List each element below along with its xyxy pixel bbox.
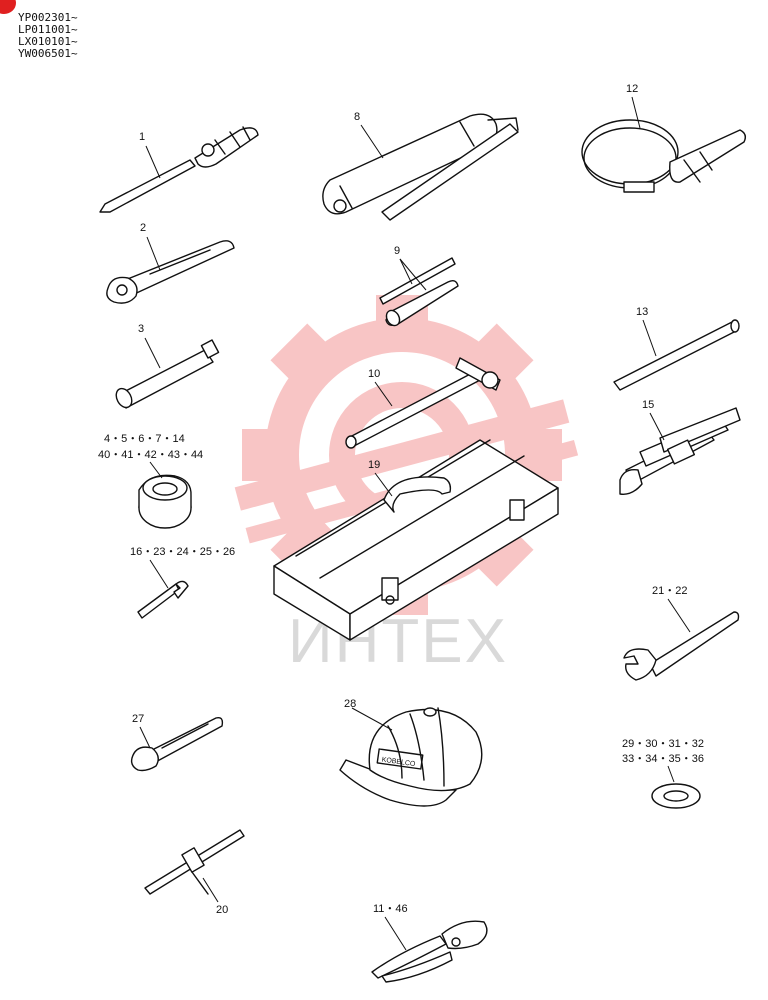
callout-27: 27 (132, 713, 144, 725)
callout-12: 12 (626, 83, 638, 95)
tool-box-icon (273, 439, 559, 641)
callout-20: 20 (216, 904, 228, 916)
callout-3: 3 (138, 323, 144, 335)
serial-range-2: LP011001~ (18, 23, 78, 36)
callout-28: 28 (344, 698, 356, 710)
adjustable-wrench-icon (130, 716, 224, 772)
callout-21-22: 21・22 (652, 585, 687, 597)
long-bar-icon (613, 319, 740, 391)
cap-icon: KOBELCO (339, 707, 483, 807)
callout-2: 2 (140, 222, 146, 234)
open-end-wrench-icon (623, 611, 740, 681)
callout-sockets-a: 4・5・6・7・14 (104, 433, 185, 445)
callout-10: 10 (368, 368, 380, 380)
callout-1: 1 (139, 131, 145, 143)
serial-range-1: YP002301~ (18, 11, 78, 24)
callout-washers-b: 33・34・35・36 (622, 753, 704, 765)
t-handle-icon (144, 829, 245, 895)
serial-range-4: YW006501~ (18, 47, 78, 60)
callout-8: 8 (354, 111, 360, 123)
callout-sockets-b: 40・41・42・43・44 (98, 449, 203, 461)
cap-lettering: KOBELCO (381, 756, 416, 768)
t-wrench-icon (345, 357, 501, 449)
box-spanner-icon (379, 257, 459, 327)
callout-washers-a: 29・30・31・32 (622, 738, 704, 750)
screwdriver-icon (99, 126, 259, 213)
callout-11-46: 11・46 (373, 903, 408, 915)
filter-wrench-icon (581, 119, 747, 193)
callout-15: 15 (642, 399, 654, 411)
spanner-set-icon (619, 407, 741, 495)
washer-icon (651, 783, 701, 809)
extension-bar-icon (115, 339, 220, 409)
grease-gun-icon (322, 113, 519, 221)
callout-13: 13 (636, 306, 648, 318)
callout-hex-keys: 16・23・24・25・26 (130, 546, 235, 558)
corner-marker (0, 0, 16, 14)
ratchet-handle-icon (106, 240, 235, 304)
socket-icon (138, 474, 192, 529)
callout-9: 9 (394, 245, 400, 257)
pliers-icon (371, 920, 488, 983)
hex-key-icon (137, 580, 189, 619)
callout-19: 19 (368, 459, 380, 471)
serial-range-3: LX010101~ (18, 35, 78, 48)
